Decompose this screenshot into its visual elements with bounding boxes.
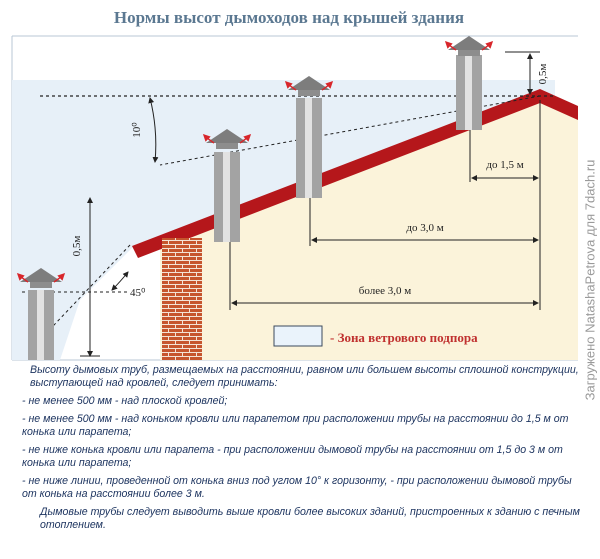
notes-intro: Высоту дымовых труб, размещаемых на расс… xyxy=(30,364,579,389)
label-half-meter-left: 0,5м xyxy=(71,236,83,257)
watermark-text: Загружено NatashaPetrova для 7dach.ru xyxy=(582,159,598,400)
requirements-text: Высоту дымовых труб, размещаемых на расс… xyxy=(22,364,582,537)
label-angle-45: 45⁰ xyxy=(130,287,146,299)
roof-slope xyxy=(132,89,578,258)
chimney-far-left xyxy=(20,268,62,360)
wind-zone-area xyxy=(12,80,555,360)
smoke-arrows xyxy=(16,40,494,283)
notes-footer: Дымовые трубы следует выводить выше кров… xyxy=(40,506,580,531)
notes-item-3: - не ниже конька кровли или парапета - п… xyxy=(22,444,563,469)
label-half-meter-top: 0,5м xyxy=(537,64,549,85)
brick-chimney xyxy=(162,238,202,360)
legend-swatch xyxy=(273,325,323,347)
watermark: Загружено NatashaPetrova для 7dach.ru xyxy=(580,0,600,559)
notes-item-1: - не менее 500 мм - над плоской кровлей; xyxy=(22,395,228,407)
notes-item-2: - не менее 500 мм - над коньком кровли и… xyxy=(22,413,569,438)
chimney-height-diagram: 0,5м до 1,5 м до 3,0 м более 3,0 м 10⁰ 0… xyxy=(11,35,578,361)
notes-item-4: - не ниже линии, проведенной от конька в… xyxy=(22,475,572,500)
chimney-mid-roof xyxy=(288,76,330,198)
label-up-to-1-5-m: до 1,5 м xyxy=(486,159,523,171)
diagram-title: Нормы высот дымоходов над крышей здания xyxy=(113,8,465,27)
house-wall xyxy=(160,100,578,360)
legend-label: - Зона ветрового подпора xyxy=(330,330,478,345)
chimney-ridge xyxy=(448,36,490,130)
label-angle-10: 10⁰ xyxy=(131,122,143,138)
diagram-frame: Нормы высот дымоходов над крышей здания xyxy=(11,8,580,531)
chimney-left-roof xyxy=(206,129,248,242)
label-more-than-3-0-m: более 3,0 м xyxy=(359,285,411,297)
label-up-to-3-0-m: до 3,0 м xyxy=(406,222,443,234)
